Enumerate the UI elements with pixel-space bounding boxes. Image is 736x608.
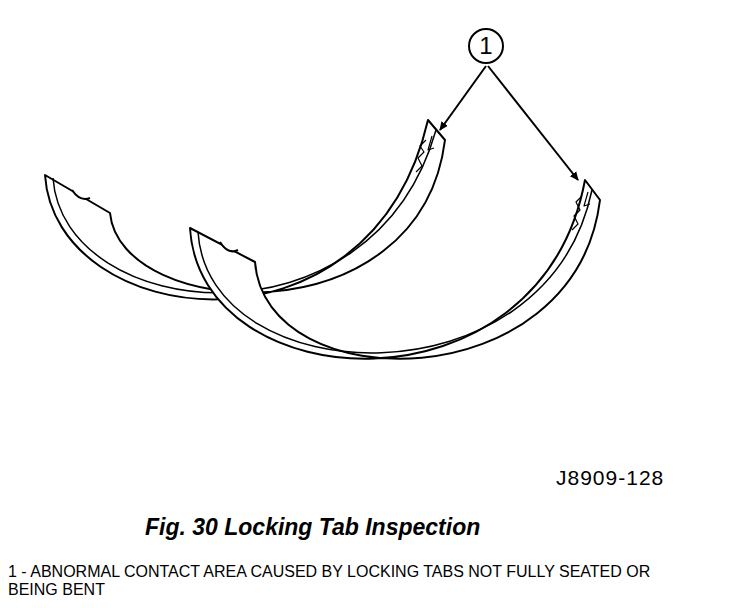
figure-code: J8909-128 [556, 466, 664, 490]
shell-edge [198, 190, 592, 353]
callout-circle: 1 [468, 28, 504, 64]
leader-arrow [488, 66, 578, 180]
locking-tab [220, 242, 238, 251]
legend-note: 1 - ABNORMAL CONTACT AREA CAUSED BY LOCK… [8, 563, 668, 599]
callout-number: 1 [479, 34, 492, 58]
damage-area [416, 136, 434, 172]
leader-arrow [440, 66, 486, 130]
damage-area [572, 192, 590, 230]
figure-caption: Fig. 30 Locking Tab Inspection [145, 514, 480, 541]
bearing-shell [190, 180, 600, 359]
locking-tab [72, 190, 90, 199]
